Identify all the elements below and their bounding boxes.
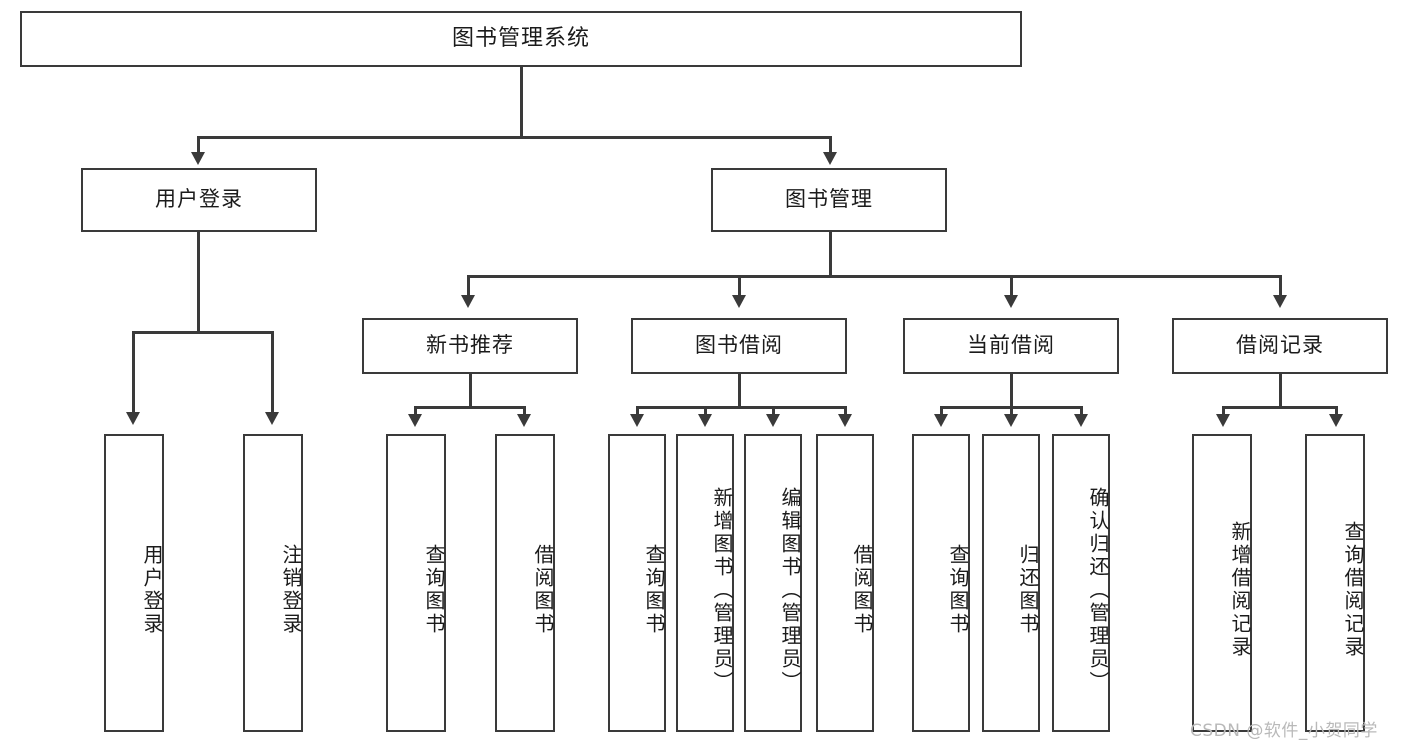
arrowhead-user-login xyxy=(191,152,205,165)
csdn-watermark: CSDN @软件_小贺同学 xyxy=(1190,721,1378,741)
connector-drop-bb-leaf2 xyxy=(704,406,707,418)
connector-drop-cb-leaf2 xyxy=(1010,406,1013,418)
arrowhead-cb-query-book xyxy=(934,414,948,427)
node-new-book-recommend[interactable]: 新书推荐 xyxy=(362,318,578,374)
arrowhead-bb-add-book xyxy=(698,414,712,427)
node-label: 归还图书 xyxy=(1016,544,1040,636)
connector-current-borrow-stem xyxy=(1010,374,1013,408)
connector-user-login-bus xyxy=(133,331,273,334)
leaf-br-add-record[interactable]: 新增借阅记录 xyxy=(1192,434,1252,732)
connector-drop-bb-leaf1 xyxy=(636,406,639,418)
connector-drop-bb-leaf3 xyxy=(772,406,775,418)
arrowhead-book-borrow xyxy=(732,295,746,308)
connector-root-stem xyxy=(520,67,523,138)
node-label: 图书管理 xyxy=(785,187,873,212)
arrowhead-new-book-recommend xyxy=(461,295,475,308)
leaf-logout-login[interactable]: 注销登录 xyxy=(243,434,303,732)
node-label: 确认归还（管理员） xyxy=(1086,486,1110,694)
connector-book-borrow-bus xyxy=(637,406,846,409)
arrowhead-book-management xyxy=(823,152,837,165)
arrowhead-bb-query-book xyxy=(630,414,644,427)
node-label: 借阅记录 xyxy=(1236,333,1324,358)
node-label: 新增借阅记录 xyxy=(1228,521,1252,659)
connector-drop-to-book-management xyxy=(829,136,832,156)
arrowhead-current-borrow xyxy=(1004,295,1018,308)
node-label: 借阅图书 xyxy=(850,544,874,636)
arrowhead-borrow-record xyxy=(1273,295,1287,308)
node-root-book-management-system[interactable]: 图书管理系统 xyxy=(20,11,1022,67)
node-current-borrow[interactable]: 当前借阅 xyxy=(903,318,1119,374)
node-label: 编辑图书（管理员） xyxy=(778,486,802,694)
leaf-nbr-borrow-book[interactable]: 借阅图书 xyxy=(495,434,555,732)
arrowhead-leaf-user-login xyxy=(126,412,140,425)
leaf-user-login[interactable]: 用户登录 xyxy=(104,434,164,732)
connector-drop-bb-leaf4 xyxy=(844,406,847,418)
connector-drop-br-leaf2 xyxy=(1335,406,1338,418)
arrowhead-nbr-query-book xyxy=(408,414,422,427)
leaf-cb-return-book[interactable]: 归还图书 xyxy=(982,434,1040,732)
node-label: 图书管理系统 xyxy=(451,25,590,51)
node-label: 借阅图书 xyxy=(531,544,555,636)
node-label: 查询借阅记录 xyxy=(1341,521,1365,659)
connector-drop-cb-leaf1 xyxy=(940,406,943,418)
node-label: 注销登录 xyxy=(279,544,303,636)
connector-drop-to-book-borrow xyxy=(738,275,741,299)
connector-book-management-stem xyxy=(829,232,832,277)
arrowhead-cb-return-book xyxy=(1004,414,1018,427)
connector-borrow-record-stem xyxy=(1279,374,1282,408)
connector-new-book-recommend-stem xyxy=(469,374,472,408)
node-label: 用户登录 xyxy=(140,544,164,636)
connector-book-borrow-stem xyxy=(738,374,741,408)
node-book-borrow[interactable]: 图书借阅 xyxy=(631,318,847,374)
connector-drop-nbr-leaf1 xyxy=(414,406,417,418)
arrowhead-nbr-borrow-book xyxy=(517,414,531,427)
node-label: 查询图书 xyxy=(642,544,666,636)
arrowhead-cb-confirm-return xyxy=(1074,414,1088,427)
connector-drop-user-login-leaf2 xyxy=(271,331,274,416)
connector-drop-nbr-leaf2 xyxy=(523,406,526,418)
connector-borrow-record-bus xyxy=(1223,406,1337,409)
connector-new-book-recommend-bus xyxy=(415,406,525,409)
connector-level3-bus xyxy=(468,275,1282,278)
node-label: 图书借阅 xyxy=(695,333,783,358)
leaf-bb-borrow-book[interactable]: 借阅图书 xyxy=(816,434,874,732)
node-label: 当前借阅 xyxy=(967,333,1055,358)
connector-drop-br-leaf1 xyxy=(1222,406,1225,418)
leaf-bb-edit-book[interactable]: 编辑图书（管理员） xyxy=(744,434,802,732)
node-book-management[interactable]: 图书管理 xyxy=(711,168,947,232)
arrowhead-leaf-logout-login xyxy=(265,412,279,425)
arrowhead-bb-edit-book xyxy=(766,414,780,427)
node-label: 新书推荐 xyxy=(426,333,514,358)
connector-drop-to-user-login xyxy=(197,136,200,156)
connector-drop-to-current-borrow xyxy=(1010,275,1013,299)
arrowhead-br-add-record xyxy=(1216,414,1230,427)
node-label: 新增图书（管理员） xyxy=(710,486,734,694)
node-label: 查询图书 xyxy=(422,544,446,636)
leaf-cb-confirm-return[interactable]: 确认归还（管理员） xyxy=(1052,434,1110,732)
connector-drop-cb-leaf3 xyxy=(1080,406,1083,418)
connector-user-login-stem xyxy=(197,232,200,333)
leaf-nbr-query-book[interactable]: 查询图书 xyxy=(386,434,446,732)
arrowhead-br-query-record xyxy=(1329,414,1343,427)
node-user-login[interactable]: 用户登录 xyxy=(81,168,317,232)
connector-drop-to-new-book-recommend xyxy=(467,275,470,299)
arrowhead-bb-borrow-book xyxy=(838,414,852,427)
node-borrow-record[interactable]: 借阅记录 xyxy=(1172,318,1388,374)
connector-level2-bus xyxy=(198,136,832,139)
leaf-bb-add-book[interactable]: 新增图书（管理员） xyxy=(676,434,734,732)
node-label: 用户登录 xyxy=(155,187,243,212)
node-label: 查询图书 xyxy=(946,544,970,636)
leaf-bb-query-book[interactable]: 查询图书 xyxy=(608,434,666,732)
connector-drop-user-login-leaf1 xyxy=(132,331,135,416)
connector-drop-to-borrow-record xyxy=(1279,275,1282,299)
leaf-br-query-record[interactable]: 查询借阅记录 xyxy=(1305,434,1365,732)
leaf-cb-query-book[interactable]: 查询图书 xyxy=(912,434,970,732)
